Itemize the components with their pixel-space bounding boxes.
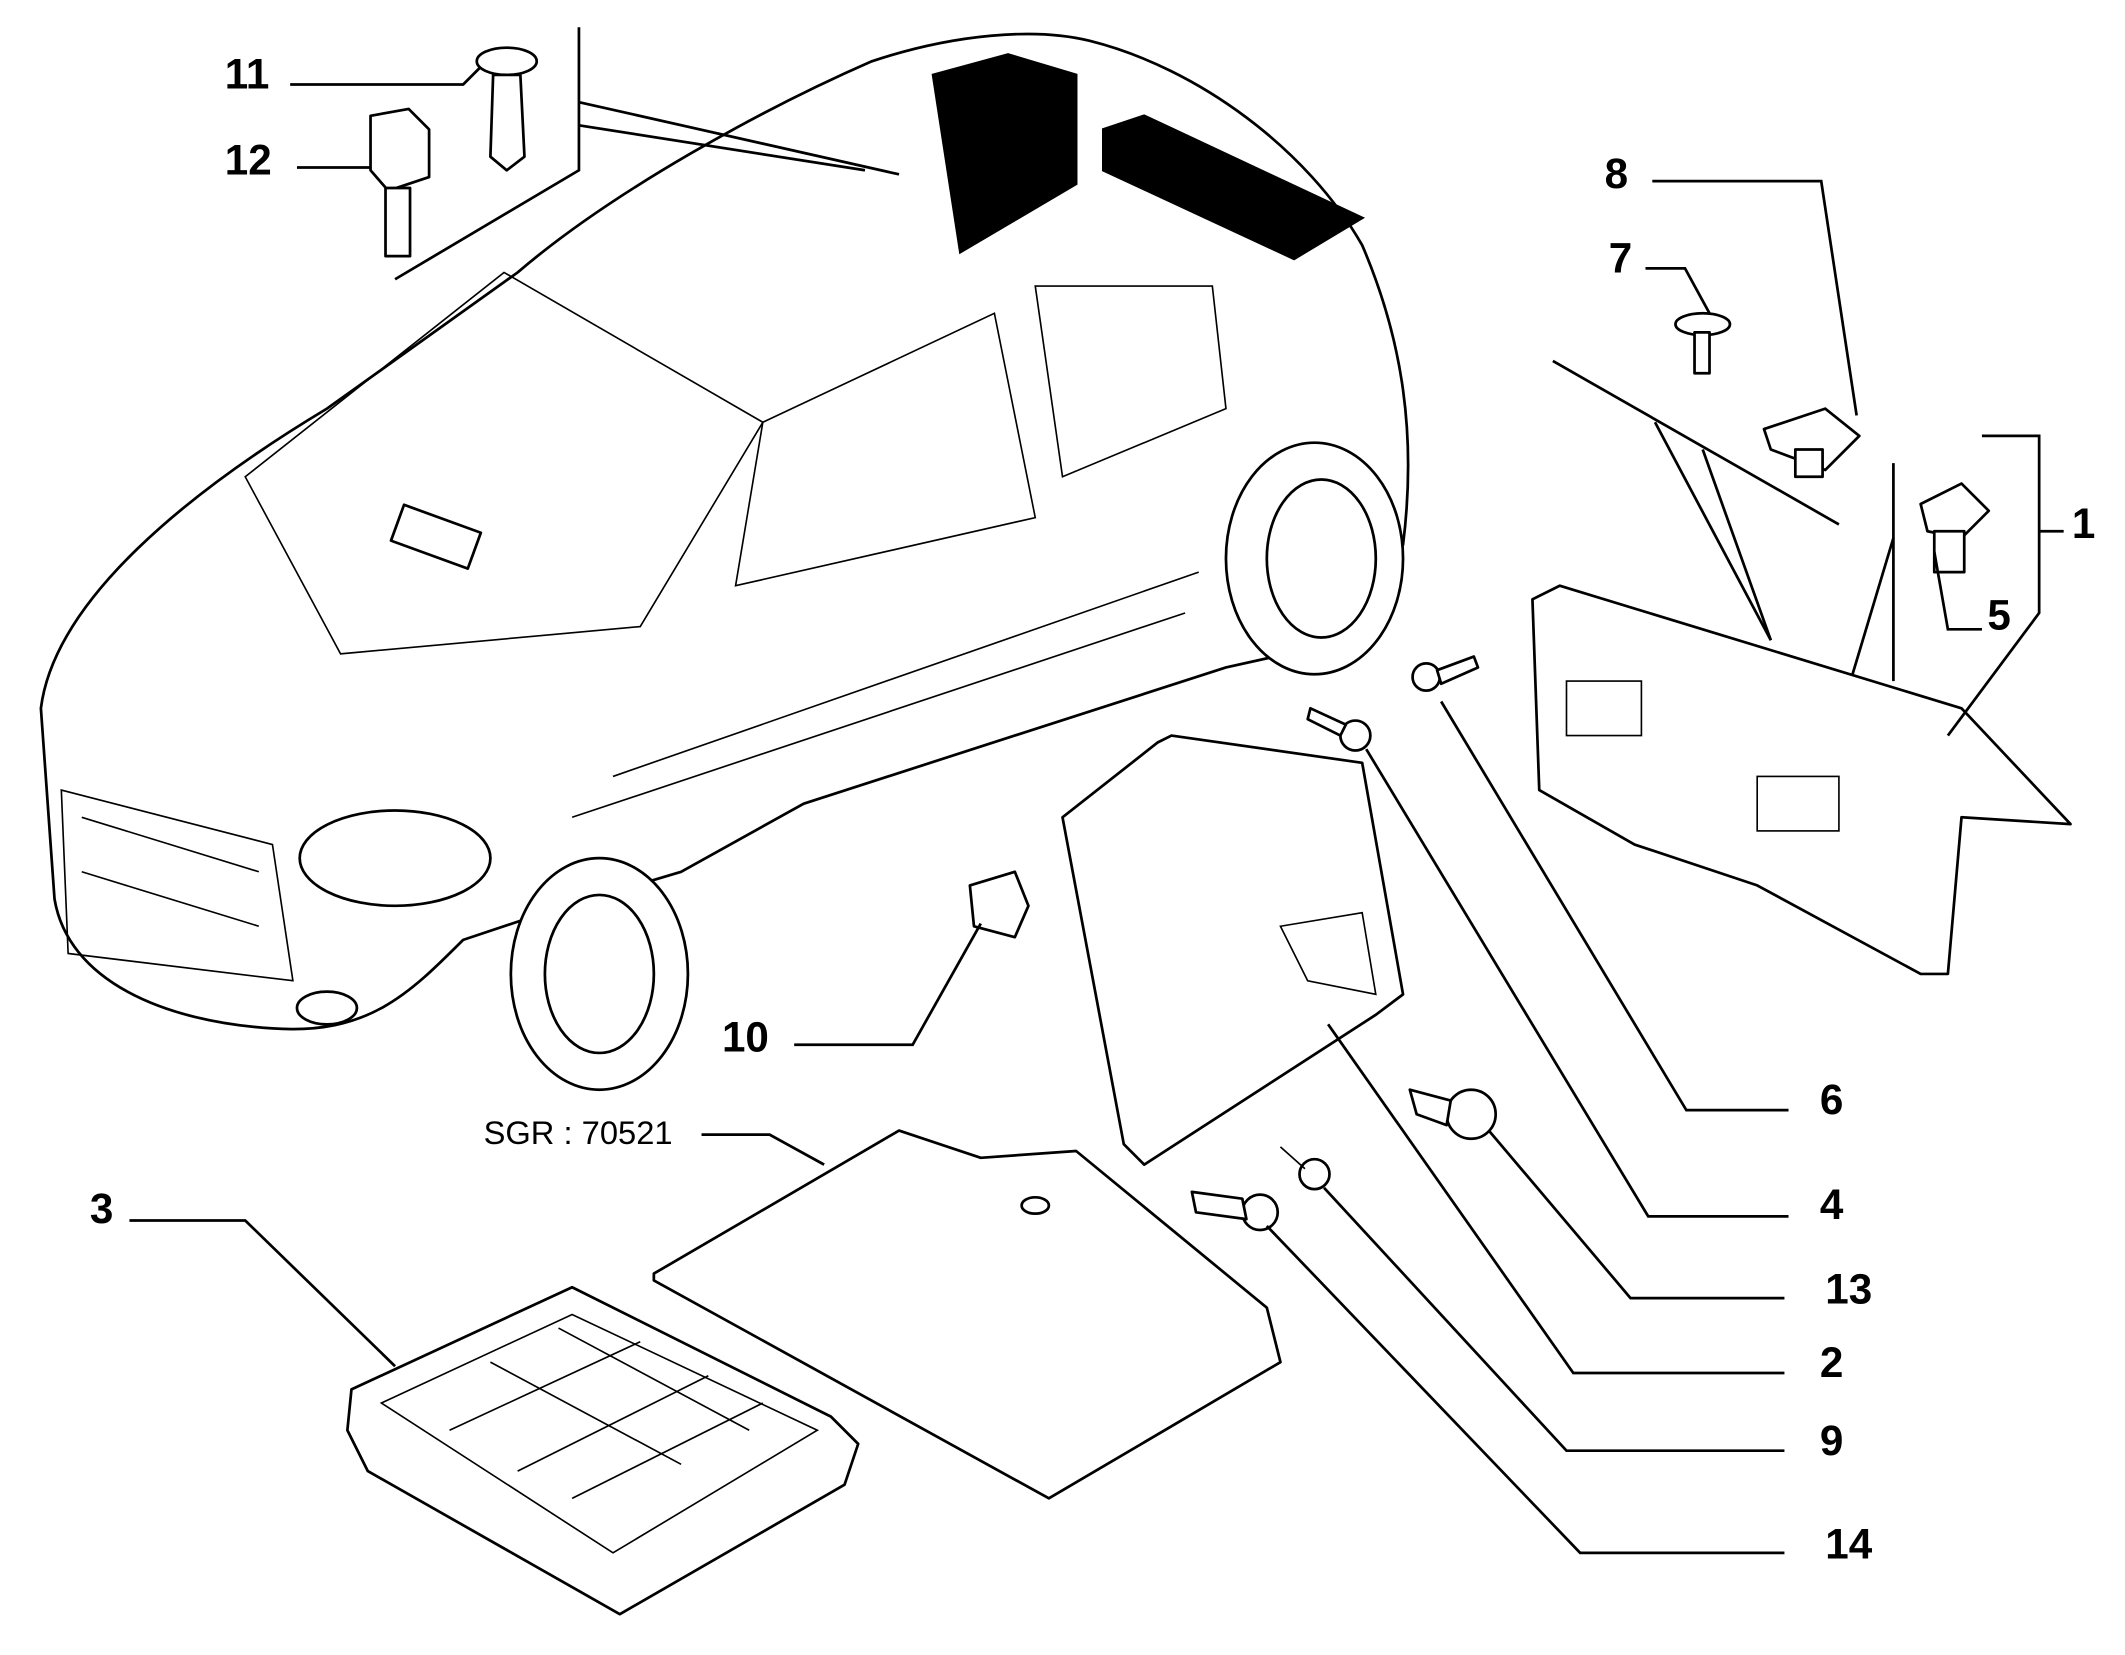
callout-3: 3 <box>90 1185 113 1232</box>
part-10-grommet <box>968 870 1030 939</box>
insulation-pad-b <box>1102 114 1366 261</box>
part-11-clip <box>475 46 539 172</box>
part-floor-panel <box>652 1129 1282 1500</box>
part-8-nut <box>1762 407 1861 479</box>
callout-5: 5 <box>1987 591 2010 638</box>
callout-2: 2 <box>1820 1339 1843 1386</box>
part-14-clip <box>1190 1190 1280 1232</box>
part-5-clip <box>1919 482 1991 574</box>
part-6-screw <box>1411 655 1480 692</box>
insulation-pad-a <box>931 53 1078 255</box>
callout-11: 11 <box>225 51 270 98</box>
part-3-storage-tray <box>346 1285 860 1616</box>
callout-6: 6 <box>1820 1076 1843 1123</box>
part-12-bolt <box>369 107 431 258</box>
part-2-side-trim <box>1061 734 1405 1166</box>
sgr-reference: SGR : 70521 <box>484 1114 673 1151</box>
callout-9: 9 <box>1820 1417 1843 1464</box>
callout-12: 12 <box>225 136 272 183</box>
callout-4: 4 <box>1820 1181 1844 1228</box>
callout-7: 7 <box>1609 234 1632 281</box>
part-1-parcel-shelf <box>1531 584 2072 976</box>
callout-1: 1 <box>2072 500 2095 547</box>
part-9-screw <box>1279 1146 1331 1191</box>
callout-13: 13 <box>1825 1266 1872 1313</box>
callout-8: 8 <box>1605 150 1628 197</box>
leader-lines <box>129 27 2064 1555</box>
callout-10: 10 <box>722 1014 769 1061</box>
part-13-screw <box>1408 1088 1498 1141</box>
part-4-screw <box>1306 706 1372 752</box>
part-7-screw <box>1674 311 1732 375</box>
car-illustration <box>39 32 1410 1092</box>
callout-14: 14 <box>1825 1520 1872 1567</box>
